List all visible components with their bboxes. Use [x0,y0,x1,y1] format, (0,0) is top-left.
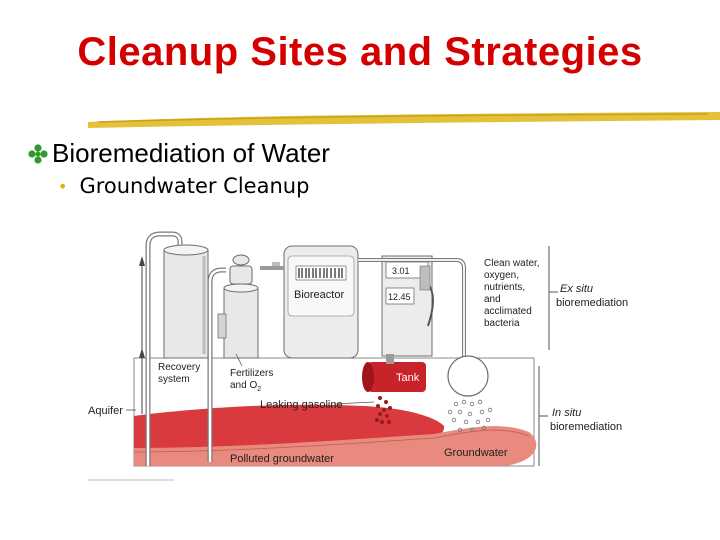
recovery-cylinder [163,249,209,359]
in-situ-label-2: bioremediation [550,421,622,433]
groundwater-layer [134,426,537,466]
bioreactor-label: Bioreactor [294,289,344,301]
injection-sphere [447,355,489,397]
bullet-main: Bioremediation of Water [28,138,330,169]
bacteria-particles [447,399,493,433]
fertilizers-label-1: Fertilizers [230,368,273,379]
bullet-dot-icon: • [58,176,68,196]
clean-water-label-1: Clean water, [484,258,540,269]
diamond-bullet-icon [28,143,48,164]
tank-icon [362,354,426,392]
clean-water-label-5: acclimated [484,306,532,317]
ex-situ-label-2: bioremediation [556,297,628,309]
clean-water-label-4: and [484,294,501,305]
aquifer-label: Aquifer [88,405,123,417]
bullet-sub-text: Groundwater Cleanup [79,174,310,198]
leaking-gasoline-label: Leaking gasoline [260,399,343,411]
slide-title: Cleanup Sites and Strategies [77,30,643,74]
title-underline [88,112,720,128]
recovery-label-1: Recovery [158,362,200,373]
clean-water-label-2: oxygen, [484,270,519,281]
clean-water-label-3: nutrients, [484,282,525,293]
fertilizer-cylinder [223,287,259,359]
in-situ-label-1: In situ [552,407,581,419]
gasoline-drops [375,396,392,424]
pump-price: 3.01 [392,266,410,276]
clean-water-label-6: bacteria [484,318,520,329]
bullet-main-text: Bioremediation of Water [52,138,330,168]
barcode-icon [295,265,347,281]
fertilizers-label-2: and O2 [230,380,261,393]
recovery-label-2: system [158,374,190,385]
ex-situ-label-1: Ex situ [560,283,593,295]
tank-label: Tank [396,372,420,384]
pump-total: 12.45 [388,292,411,302]
bullet-sub: • Groundwater Cleanup [58,174,309,198]
polluted-groundwater-label: Polluted groundwater [230,453,334,465]
groundwater-cleanup-diagram: Bioreactor 3.01 12.45 Tank [88,231,628,481]
groundwater-label: Groundwater [444,447,508,459]
